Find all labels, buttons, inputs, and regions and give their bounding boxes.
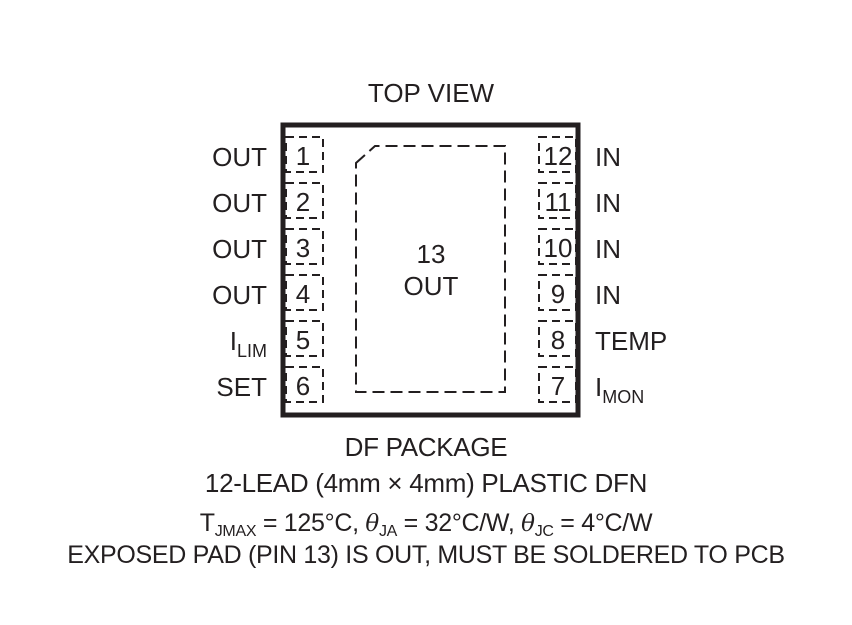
exposed-pad-name: OUT bbox=[404, 271, 459, 301]
pin-5-number: 5 bbox=[296, 325, 310, 355]
pin-1-pad bbox=[285, 136, 324, 173]
pin-3-name: OUT bbox=[212, 234, 267, 264]
pin-8-name-main: TEMP bbox=[595, 326, 667, 356]
pin-5-name-sub: LIM bbox=[237, 341, 267, 361]
pin-11-pad bbox=[538, 182, 577, 219]
pin-4-pad bbox=[285, 274, 324, 311]
exposed-pad-number: 13 bbox=[417, 239, 446, 269]
tjmax-value: = 125°C, bbox=[256, 509, 366, 537]
pin-8-name: TEMP bbox=[595, 326, 667, 356]
package-description: 12-LEAD (4mm × 4mm) PLASTIC DFN bbox=[204, 468, 648, 498]
pin-10-name-main: IN bbox=[595, 234, 621, 264]
tjmax-symbol: T bbox=[199, 509, 215, 537]
package-outline bbox=[280, 122, 581, 418]
pin-7-name: IMON bbox=[595, 372, 644, 407]
exposed-pad-outline bbox=[355, 145, 506, 393]
theta-ja-symbol: θ bbox=[365, 511, 379, 537]
pin-8: 8 TEMP bbox=[538, 320, 667, 357]
tjmax-subscript: JMAX bbox=[214, 523, 257, 540]
pin-1-name: OUT bbox=[212, 142, 267, 172]
exposed-pad-note: EXPOSED PAD (PIN 13) IS OUT, MUST BE SOL… bbox=[67, 541, 785, 569]
pin-5: 5 ILIM bbox=[230, 320, 324, 361]
pin-3-number: 3 bbox=[296, 233, 310, 263]
theta-jc-subscript: JC bbox=[534, 523, 554, 540]
pin-2-number: 2 bbox=[296, 187, 310, 217]
pin-7-name-sub: MON bbox=[602, 387, 644, 407]
theta-jc-symbol: θ bbox=[521, 511, 535, 537]
pin-12: 12 IN bbox=[538, 136, 621, 173]
pin-8-number: 8 bbox=[551, 325, 565, 355]
pin-10-number: 10 bbox=[544, 233, 573, 263]
pin-2-pad bbox=[285, 182, 324, 219]
pin-7-number: 7 bbox=[551, 371, 565, 401]
pin-11: 11 IN bbox=[538, 182, 621, 219]
pin-4: 4 OUT bbox=[212, 274, 324, 311]
pin-4-number: 4 bbox=[296, 279, 310, 309]
pin-1: 1 OUT bbox=[212, 136, 324, 173]
pin-9-number: 9 bbox=[551, 279, 565, 309]
pin-4-name-main: OUT bbox=[212, 280, 267, 310]
pin-1-number: 1 bbox=[296, 141, 310, 171]
package-name: DF PACKAGE bbox=[344, 432, 508, 462]
pin-12-pad bbox=[538, 136, 577, 173]
pin-10: 10 IN bbox=[538, 228, 621, 265]
theta-ja-subscript: JA bbox=[378, 523, 398, 540]
pin-9-name: IN bbox=[595, 280, 621, 310]
pin-2-name: OUT bbox=[212, 188, 267, 218]
pin-11-name: IN bbox=[595, 188, 621, 218]
theta-jc-value: = 4°C/W bbox=[553, 509, 653, 537]
pin-10-name: IN bbox=[595, 234, 621, 264]
pin-9: 9 IN bbox=[538, 274, 621, 311]
pin-8-pad bbox=[538, 320, 577, 357]
pin-10-pad bbox=[538, 228, 577, 265]
pin-6-name-main: SET bbox=[216, 372, 267, 402]
pin-7-name-main: I bbox=[595, 372, 602, 402]
pin-11-name-main: IN bbox=[595, 188, 621, 218]
pin-5-name-main: I bbox=[230, 326, 237, 356]
pin-12-number: 12 bbox=[544, 141, 573, 171]
pin-1-name-main: OUT bbox=[212, 142, 267, 172]
thermal-specs: TJMAX = 125°C, θJA = 32°C/W, θJC = 4°C/W bbox=[0, 509, 852, 541]
pin-3: 3 OUT bbox=[212, 228, 324, 265]
pin-12-name-main: IN bbox=[595, 142, 621, 172]
theta-ja-value: = 32°C/W, bbox=[397, 509, 522, 537]
pin-9-name-main: IN bbox=[595, 280, 621, 310]
pin-2: 2 OUT bbox=[212, 182, 324, 219]
pin-2-name-main: OUT bbox=[212, 188, 267, 218]
pin-6-pad bbox=[285, 366, 324, 403]
pin-3-name-main: OUT bbox=[212, 234, 267, 264]
pin-12-name: IN bbox=[595, 142, 621, 172]
pin-7-pad bbox=[538, 366, 577, 403]
pin-11-number: 11 bbox=[545, 187, 572, 217]
top-view-label: TOP VIEW bbox=[368, 78, 495, 108]
pin-4-name: OUT bbox=[212, 280, 267, 310]
pin-6-name: SET bbox=[216, 372, 267, 402]
pin-5-name: ILIM bbox=[230, 326, 267, 361]
pin-3-pad bbox=[285, 228, 324, 265]
pin-9-pad bbox=[538, 274, 577, 311]
pin-6-number: 6 bbox=[296, 371, 310, 401]
pin-6: 6 SET bbox=[216, 366, 324, 403]
pin-5-pad bbox=[285, 320, 324, 357]
